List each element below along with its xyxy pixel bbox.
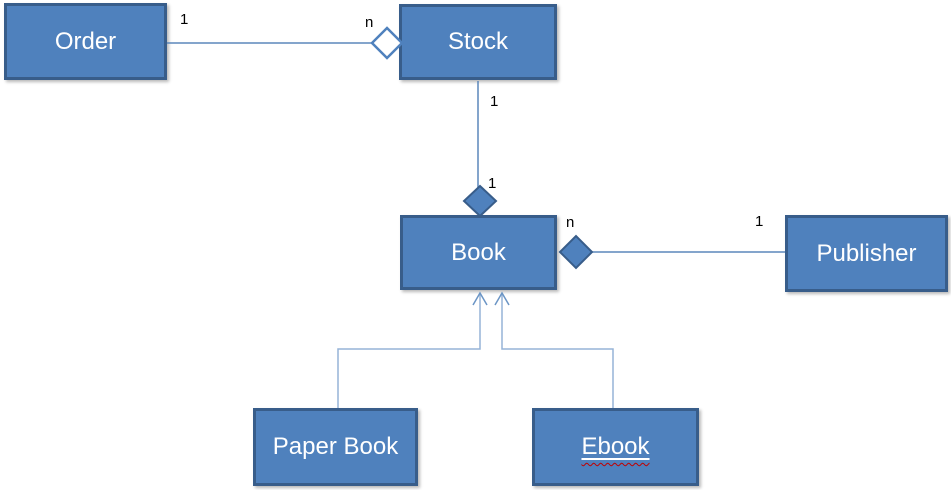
edge-ebook-book (501, 294, 614, 408)
class-label-stock: Stock (447, 28, 509, 55)
class-node-stock: Stock (399, 4, 557, 80)
edge-paperbook-book (337, 294, 481, 408)
class-label-ebook: Ebook (581, 433, 649, 461)
class-node-book: Book (400, 215, 557, 290)
class-label-order: Order (54, 27, 117, 55)
class-label-book: Book (451, 238, 506, 266)
multiplicity-stock-book-book-end: 1 (488, 175, 497, 192)
inheritance-arrowhead-ebook (494, 291, 510, 306)
multiplicity-stock-book-stock-end: 1 (490, 93, 499, 110)
multiplicity-stock-end: n (365, 14, 374, 31)
aggregation-diamond-filled-book-right (558, 234, 594, 270)
class-label-publisher: Publisher (816, 239, 917, 267)
inheritance-arrowhead-paperbook (472, 291, 488, 306)
aggregation-diamond-open-stock (370, 26, 404, 60)
class-node-ebook: Ebook (532, 408, 699, 486)
multiplicity-book-publisher-publisher-end: 1 (755, 213, 764, 230)
class-node-paper-book: Paper Book (253, 408, 418, 486)
multiplicity-order-end: 1 (180, 11, 189, 28)
class-label-paper-book: Paper Book (272, 433, 399, 460)
multiplicity-book-publisher-book-end: n (566, 214, 575, 231)
spellcheck-squiggle-ebook: Ebook (581, 433, 650, 460)
class-node-order: Order (4, 3, 167, 80)
class-node-publisher: Publisher (785, 215, 948, 292)
